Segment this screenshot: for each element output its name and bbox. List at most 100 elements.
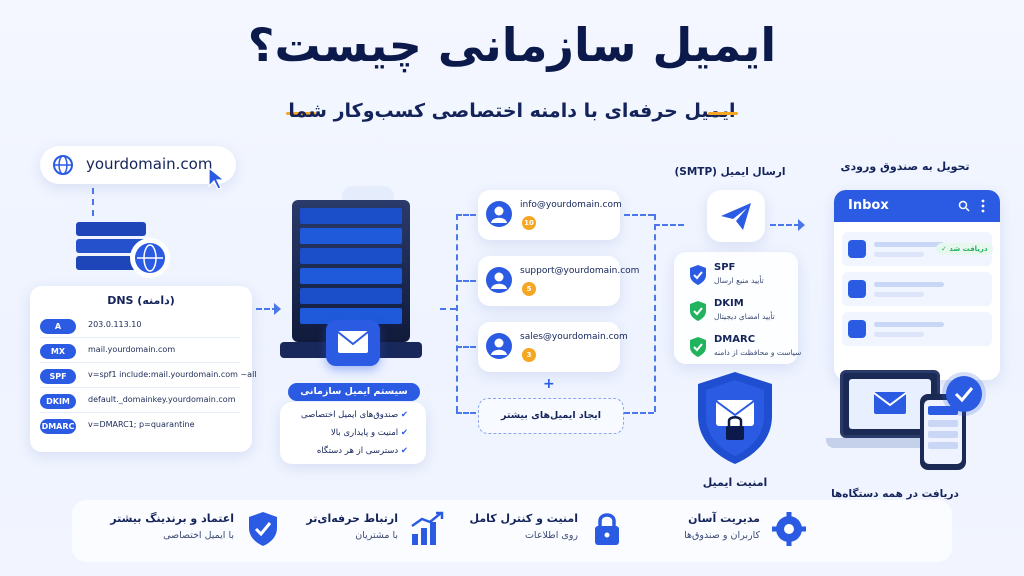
feature-trust-branding: اعتماد و برندینگ بیشتر با ایمیل اختصاصی xyxy=(96,500,282,560)
connector-server-branch xyxy=(440,308,456,310)
user-avatar-icon xyxy=(486,201,512,227)
check-icon: ✔ xyxy=(400,446,408,456)
connector xyxy=(456,214,476,216)
more-menu-icon[interactable] xyxy=(980,199,986,213)
growth-chart-icon xyxy=(411,511,444,545)
connector-domain-dns xyxy=(92,188,94,216)
feature-easy-management: مدیریت آسان کاربران و صندوق‌ها xyxy=(640,500,808,560)
mail-server-graphic xyxy=(280,186,440,382)
dns-type-badge: MX xyxy=(40,344,76,359)
check-circle-icon xyxy=(946,376,982,412)
connector xyxy=(654,224,684,226)
feature-title: اعتماد و برندینگ بیشتر xyxy=(110,512,234,525)
feature-item: ✔ امنیت و پایداری بالا xyxy=(330,428,408,438)
devices-label: دریافت در همه دستگاه‌ها xyxy=(831,488,959,500)
check-icon: ✔ xyxy=(400,410,408,420)
feature-title: امنیت و کنترل کامل xyxy=(469,512,578,525)
email-security-shield-icon xyxy=(698,372,772,464)
dns-value: default._domainkey.yourdomain.com xyxy=(88,395,236,404)
dns-record: MX mail.yourdomain.com xyxy=(40,341,240,363)
check-desc: سیاست و محافظت از دامنه xyxy=(714,348,802,357)
connector xyxy=(456,412,476,414)
dns-value: 203.0.113.10 xyxy=(88,320,142,329)
connector xyxy=(456,346,476,348)
server-features-card: ✔ صندوق‌های ایمیل اختصاصی ✔ امنیت و پاید… xyxy=(280,402,426,464)
subtitle-dash-right xyxy=(708,112,738,115)
inbox-title: Inbox xyxy=(848,198,889,213)
server-title-badge: سیستم ایمیل سازمانی xyxy=(288,383,420,401)
smtp-send-icon xyxy=(707,190,765,242)
dns-record: DMARC v=DMARC1; p=quarantine xyxy=(40,416,240,438)
envelope-icon xyxy=(848,320,866,338)
connector-branch xyxy=(456,214,458,412)
check-name: SPF xyxy=(714,262,736,273)
feature-desc: با مشتریان xyxy=(355,530,398,541)
check-desc: تأیید منبع ارسال xyxy=(714,276,764,285)
dns-value: v=DMARC1; p=quarantine xyxy=(88,420,195,429)
arrow-head xyxy=(798,219,805,231)
mailbox-count-badge: 10 xyxy=(522,216,536,230)
feature-item: ✔ صندوق‌های ایمیل اختصاصی xyxy=(301,410,408,420)
connector xyxy=(624,214,654,216)
connector-dns-server xyxy=(256,308,278,310)
feature-security-control: امنیت و کنترل کامل روی اطلاعات xyxy=(460,500,626,560)
dns-value: mail.yourdomain.com xyxy=(88,345,176,354)
shield-check-icon xyxy=(690,337,706,357)
check-name: DMARC xyxy=(714,334,756,345)
shield-check-icon xyxy=(690,301,706,321)
dns-record: DKIM default._domainkey.yourdomain.com xyxy=(40,391,240,413)
mailbox-card[interactable]: sales@yourdomain.com 3 xyxy=(478,322,628,372)
smtp-title: ارسال ایمیل (SMTP) xyxy=(674,166,786,178)
dns-server-graphic xyxy=(76,222,176,282)
mailbox-count-badge: 3 xyxy=(522,348,536,362)
dns-globe-icon xyxy=(130,238,170,278)
globe-icon xyxy=(53,155,73,175)
inbox-row[interactable] xyxy=(842,232,992,266)
mailbox-card[interactable]: info@yourdomain.com 10 xyxy=(478,190,622,240)
inbox-row[interactable] xyxy=(842,272,992,306)
feature-item: ✔ دسترسی از هر دستگاه xyxy=(316,446,408,456)
plus-icon: + xyxy=(543,376,555,392)
mailbox-address: support@yourdomain.com xyxy=(520,266,640,276)
inbox-row[interactable] xyxy=(842,312,992,346)
feature-title: ارتباط حرفه‌ای‌تر xyxy=(306,512,398,525)
mailbox-address: sales@yourdomain.com xyxy=(520,332,628,342)
shield-check-icon xyxy=(690,265,706,285)
envelope-icon xyxy=(848,280,866,298)
domain-search-bar[interactable]: yourdomain.com xyxy=(40,146,236,184)
create-mailbox-button[interactable]: ایجاد ایمیل‌های بیشتر xyxy=(478,398,624,434)
user-avatar-icon xyxy=(486,333,512,359)
laptop-base xyxy=(826,438,956,448)
check-icon: ✔ xyxy=(400,428,408,438)
page-title: ایمیل سازمانی چیست؟ xyxy=(247,18,777,72)
gear-icon xyxy=(772,512,806,546)
connector xyxy=(456,280,476,282)
dns-type-badge: A xyxy=(40,319,76,334)
mailbox-card[interactable]: support@yourdomain.com 5 xyxy=(478,256,639,306)
dns-type-badge: DKIM xyxy=(40,394,76,409)
feature-desc: کاربران و صندوق‌ها xyxy=(684,530,760,541)
envelope-icon xyxy=(848,240,866,258)
dns-card: DNS (دامنه) A 203.0.113.10 MX mail.yourd… xyxy=(30,286,257,452)
subtitle-dash-left xyxy=(286,112,316,115)
check-desc: تأیید امضای دیجیتال xyxy=(714,312,775,321)
search-icon[interactable] xyxy=(958,200,970,212)
lock-icon xyxy=(595,513,619,545)
dns-title: DNS (دامنه) xyxy=(107,294,175,307)
received-badge: دریافت شد ✓ xyxy=(936,243,993,255)
inbox-header xyxy=(834,190,1000,222)
mailbox-count-badge: 5 xyxy=(522,282,536,296)
mailbox-address: info@yourdomain.com xyxy=(520,200,622,210)
server-envelope-icon xyxy=(326,320,380,366)
dns-record: A 203.0.113.10 xyxy=(40,316,240,338)
user-avatar-icon xyxy=(486,267,512,293)
phone-icon xyxy=(920,394,966,470)
feature-desc: با ایمیل اختصاصی xyxy=(163,530,234,541)
dns-type-badge: DMARC xyxy=(40,419,76,434)
dns-value: v=spf1 include:mail.yourdomain.com ~all xyxy=(88,370,257,379)
connector xyxy=(654,214,656,412)
check-name: DKIM xyxy=(714,298,744,309)
arrow-head xyxy=(274,303,281,315)
feature-professional-communication: ارتباط حرفه‌ای‌تر با مشتریان xyxy=(290,500,446,560)
dns-type-badge: SPF xyxy=(40,369,76,384)
